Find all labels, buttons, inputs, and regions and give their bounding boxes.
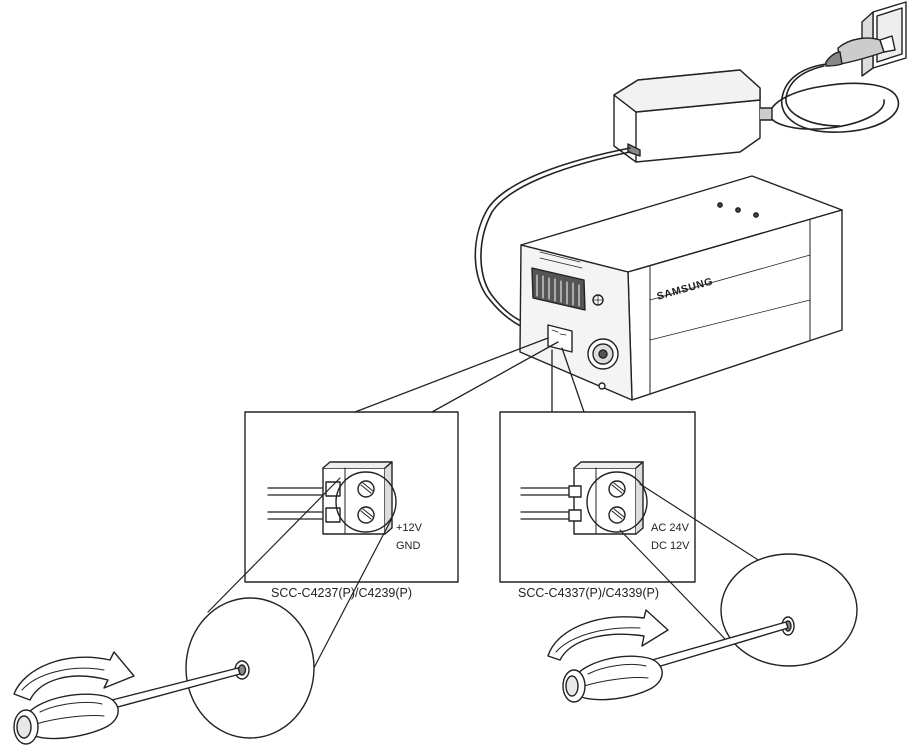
cctv-camera-icon: SAMSUNG <box>519 175 843 401</box>
rotate-arrow-icon <box>13 651 135 701</box>
terminal-label: GND <box>396 540 421 552</box>
screwdriver-icon <box>13 667 241 745</box>
model-caption: SCC-C4237(P)/C4239(P) <box>271 586 412 600</box>
detail-panel-right: AC 24V DC 12V SCC-C4337(P)/C4339(P) <box>499 411 696 600</box>
led-indicator <box>753 212 759 218</box>
zoom-cylinder-left <box>185 477 393 739</box>
power-plug-icon <box>825 35 896 67</box>
detail-panel-left: +12V GND SCC-C4237(P)/C4239(P) <box>244 411 459 600</box>
callout-lines <box>354 337 585 413</box>
terminal-block-icon <box>568 461 644 535</box>
terminal-label: DC 12V <box>651 540 690 552</box>
terminal-label: AC 24V <box>651 522 690 534</box>
terminal-block-icon <box>322 461 393 535</box>
led-indicator <box>717 202 723 208</box>
power-adapter-icon <box>613 69 773 163</box>
power-cord <box>755 63 900 133</box>
dc-cable <box>474 147 631 333</box>
led-indicator <box>735 207 741 213</box>
screwdriver-icon <box>562 621 789 703</box>
model-caption: SCC-C4337(P)/C4339(P) <box>518 586 659 600</box>
terminal-label: +12V <box>396 522 423 534</box>
rotate-arrow-icon <box>547 609 669 661</box>
